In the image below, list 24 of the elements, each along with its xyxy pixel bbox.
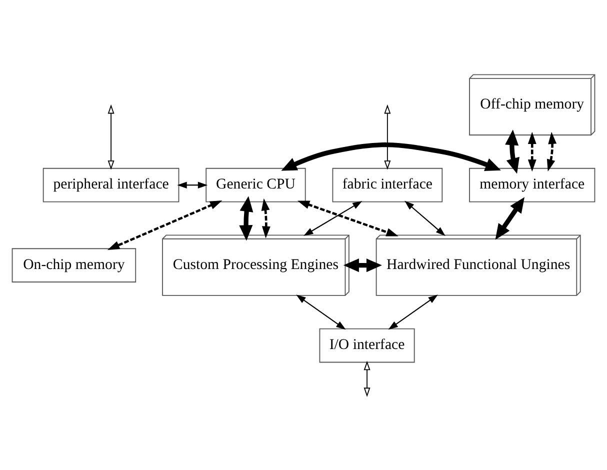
node-box: peripheral interface [42,167,180,202]
arrow [546,131,557,171]
arrow [364,360,370,396]
arrow [304,200,362,236]
node-box: Generic CPU [206,167,306,202]
arrow [177,181,208,188]
node-box: On-chip memory [12,248,136,282]
node-box: memory interface [469,167,596,202]
arrow [261,198,270,238]
arrow [108,104,114,170]
arrow [495,196,525,240]
arrow [296,294,346,330]
node-box: fabric interface [332,167,443,202]
arrow [505,129,520,174]
arrow [107,200,222,250]
arrow [343,258,382,272]
node-box: I/O interface [319,328,415,362]
arrow [297,200,398,236]
arrow [528,131,536,172]
arrow [239,196,254,240]
arrow [404,200,446,236]
arrow [388,294,438,330]
arrow [384,104,391,170]
arrow [281,142,501,170]
